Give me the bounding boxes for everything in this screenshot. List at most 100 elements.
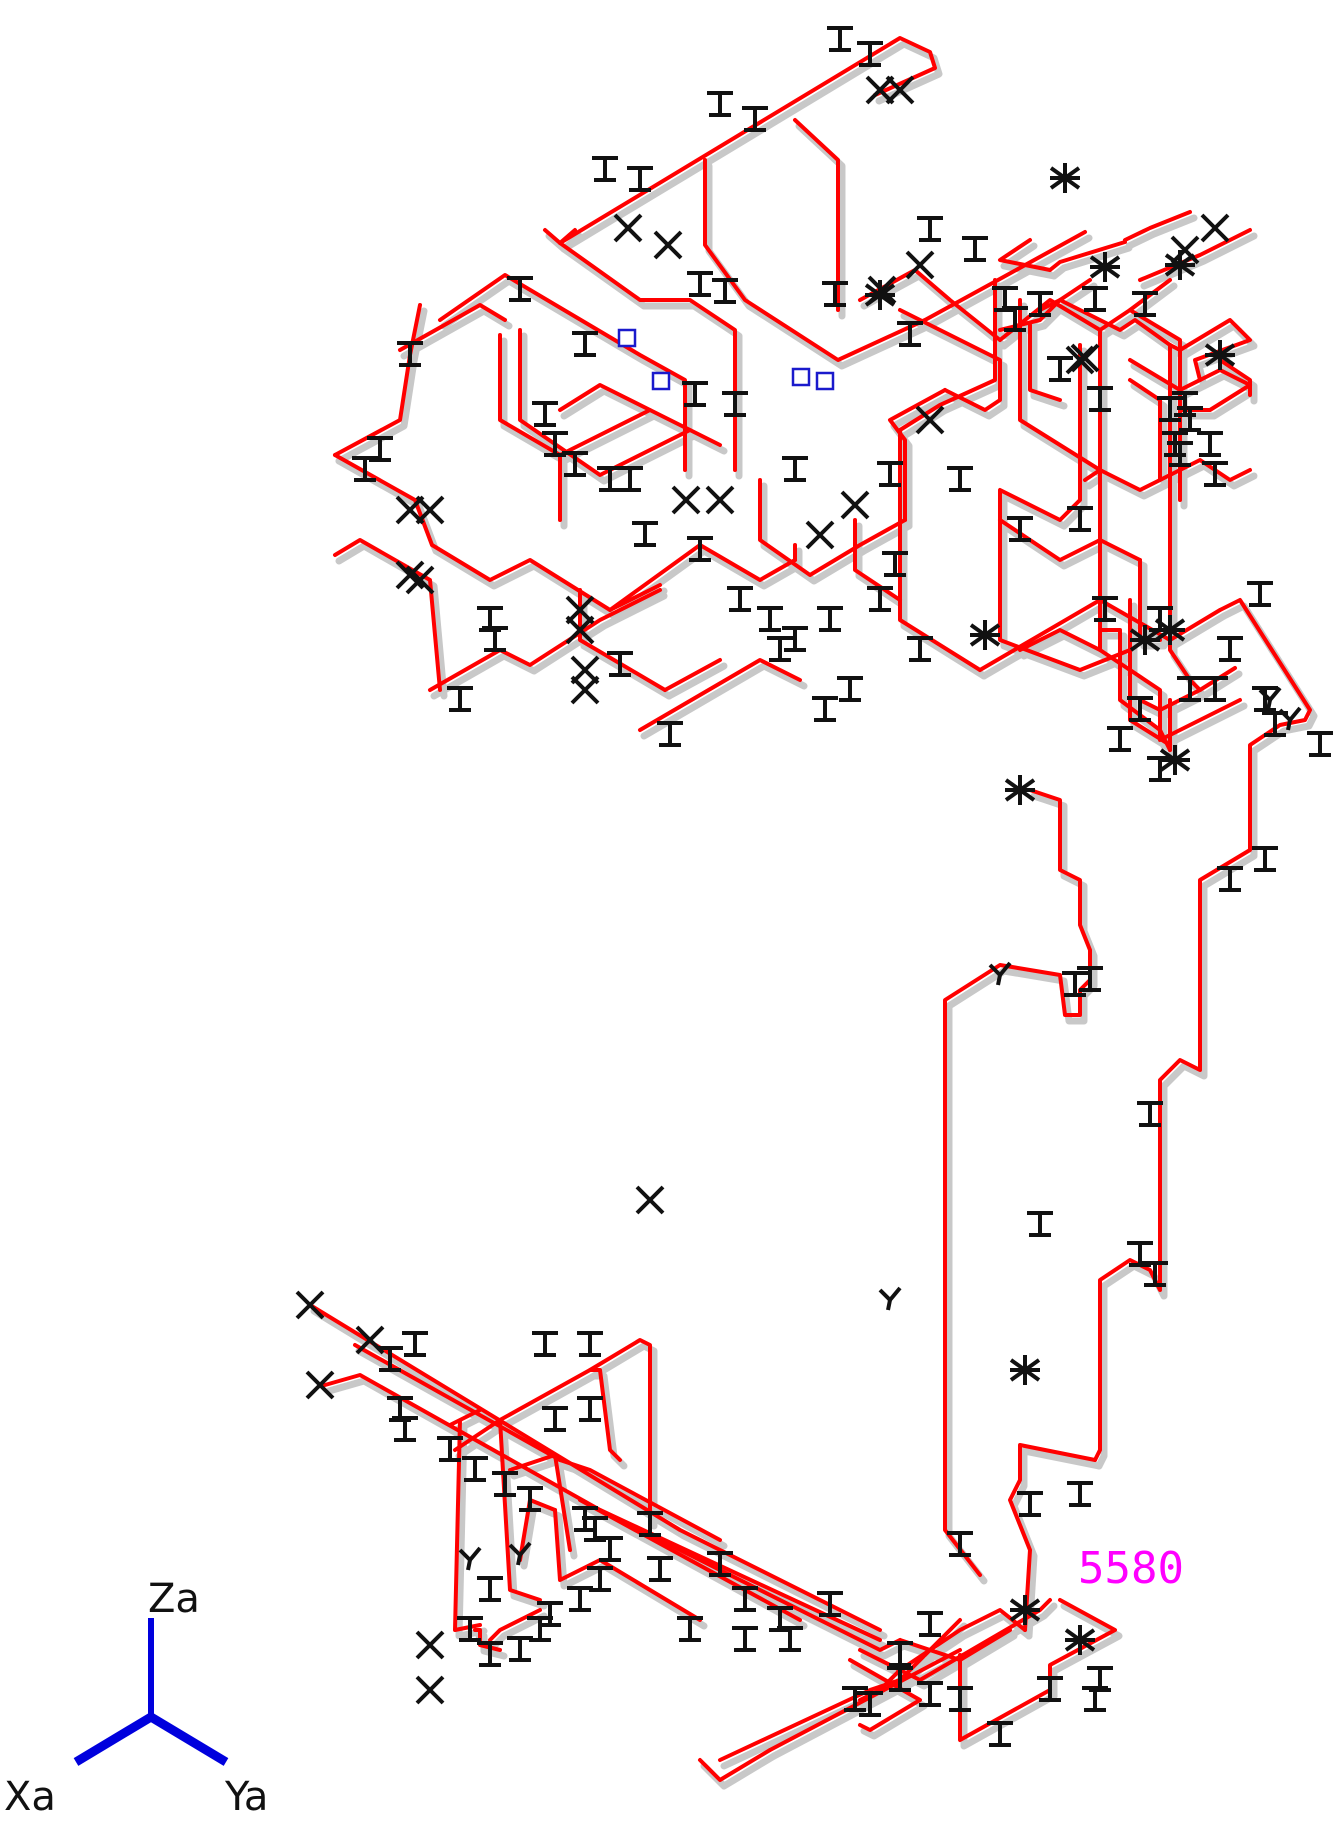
pipe-support-guide-icon (462, 1456, 488, 1482)
z-axis-label: Za (148, 1576, 200, 1622)
x-axis-label: Xa (4, 1774, 56, 1820)
pipe-support-guide-icon (567, 1586, 593, 1612)
pipe-support-guide-icon (822, 281, 848, 307)
pipe-segment (1098, 438, 1242, 742)
pipe-segment (553, 1508, 702, 1622)
pipe-shadow-segment (1000, 522, 1138, 680)
pipe-support-guide-icon (532, 1331, 558, 1357)
pipe-support-guide-icon (1137, 1101, 1163, 1127)
pipe-shadow-segment (335, 542, 448, 700)
pipe-support-cross-brace-icon (305, 1370, 335, 1400)
pipe-segment (698, 543, 797, 582)
pipe-support-guide-icon (657, 721, 683, 747)
pipe-shadow-segment (1100, 442, 1248, 750)
pipe-support-guide-icon (572, 1506, 598, 1532)
pipe-shadow-segment (560, 245, 743, 480)
pipe-shadow-segment (520, 332, 728, 485)
pipe-support-guide-icon (607, 651, 633, 677)
pipe-support-cross-brace-icon (1170, 235, 1200, 265)
pipe-support-guide-icon (687, 536, 713, 562)
pipe-shadow-segment (1100, 382, 1168, 500)
pipe-support-guide-icon (1202, 461, 1228, 487)
pipe-support-guide-icon (812, 696, 838, 722)
pipe-support-rest-icon (988, 961, 1012, 986)
pipe-segment (1058, 278, 1092, 302)
pipe-shadow-segment (1100, 312, 1188, 420)
pipe-shadow-segment (500, 1422, 548, 1610)
pipe-support-anchor-icon (1089, 252, 1121, 282)
pipe-segment (453, 1368, 622, 1462)
pipe-support-guide-icon (897, 321, 923, 347)
pipe-segment (1028, 323, 1062, 402)
pipe-shadow-segment (430, 592, 668, 700)
pipe-support-cross-brace-icon (405, 565, 435, 595)
pipe-support-guide-icon (377, 1346, 403, 1372)
pipe-segment (578, 588, 667, 692)
pipe-support-guide-icon (1177, 406, 1203, 432)
pipe-support-guide-icon (1167, 441, 1193, 467)
pipe-segment (768, 1648, 962, 1752)
pipe-support-guide-icon (647, 1556, 673, 1582)
pipe-support-cross-brace-icon (295, 1290, 325, 1320)
coordinate-axis-triad: Za Xa Ya (4, 1576, 268, 1820)
pipe-segment (308, 1303, 882, 1632)
pipe-segment (1038, 298, 1172, 347)
pipe-segment (558, 241, 737, 472)
pipe-support-cross-brace-icon (635, 1185, 665, 1215)
pipe-segment (598, 1508, 882, 1642)
pipe-shadow-segment (335, 307, 428, 465)
pipe-shadow-segment (1030, 327, 1068, 410)
pipe-support-rest-icon (458, 1546, 482, 1571)
pipe-support-guide-icon (767, 1606, 793, 1632)
pipe-shadow-segment (860, 1602, 1058, 1690)
pipe-support-guide-icon (1087, 386, 1113, 412)
pipe-shadow-segment (700, 547, 803, 590)
pipe-support-guide-icon (917, 1611, 943, 1637)
pipe-end-node (651, 371, 671, 391)
pipe-shadow-segment (665, 662, 728, 700)
pipe-support-guide-icon (887, 1641, 913, 1667)
pipe-segment (398, 303, 507, 352)
pipe-support-guide-icon (507, 1636, 533, 1662)
pipe-shadow-segment (555, 1512, 708, 1630)
pipe-support-guide-icon (867, 586, 893, 612)
pipe-support-guide-icon (507, 276, 533, 302)
pipe-support-guide-icon (882, 551, 908, 577)
pipe-shadow-segment (560, 40, 943, 253)
pipe-segment (663, 658, 722, 692)
pipe-shadow-segment (1050, 1602, 1123, 1700)
y-axis-line (148, 1713, 229, 1766)
pipe-support-guide-icon (1157, 396, 1183, 422)
pipe-segment (848, 1658, 922, 1732)
pipe-support-cross-brace-icon (415, 495, 445, 525)
pipe-shadow-segment (1040, 302, 1178, 355)
pipe-support-guide-icon (437, 1436, 463, 1462)
pipe-shadow-segment (1180, 387, 1258, 510)
pipe-support-rest-icon (1278, 706, 1302, 731)
pipe-support-guide-icon (352, 456, 378, 482)
pipe-support-cross-brace-icon (840, 490, 870, 520)
pipe-end-node (617, 328, 637, 348)
pipe-support-guide-icon (917, 1681, 943, 1707)
pipe-support-guide-icon (537, 1601, 563, 1627)
node-number-label: 5580 (1078, 1543, 1184, 1594)
pipe-segment (793, 118, 840, 312)
pipe-support-guide-icon (1217, 636, 1243, 662)
pipe-support-anchor-icon (1009, 1595, 1041, 1625)
pipe-support-guide-icon (1197, 431, 1223, 457)
pipe-segment (1138, 688, 1202, 712)
pipe-support-guide-icon (1142, 1261, 1168, 1287)
pipe-segment (578, 1498, 802, 1622)
pipe-support-cross-brace-icon (915, 405, 945, 435)
pipe-shadow-segment (400, 307, 513, 360)
pipe-support-anchor-icon (969, 620, 1001, 650)
pipe-support-cross-brace-icon (355, 1325, 385, 1355)
pipe-support-guide-icon (1077, 966, 1103, 992)
pipe-support-guide-icon (712, 278, 738, 304)
pipe-segment (333, 303, 422, 457)
y-axis-label: Ya (224, 1774, 268, 1820)
pipe-segment (1123, 210, 1192, 242)
pipe-support-guide-icon (627, 166, 653, 192)
pipe-segment (703, 158, 1087, 362)
